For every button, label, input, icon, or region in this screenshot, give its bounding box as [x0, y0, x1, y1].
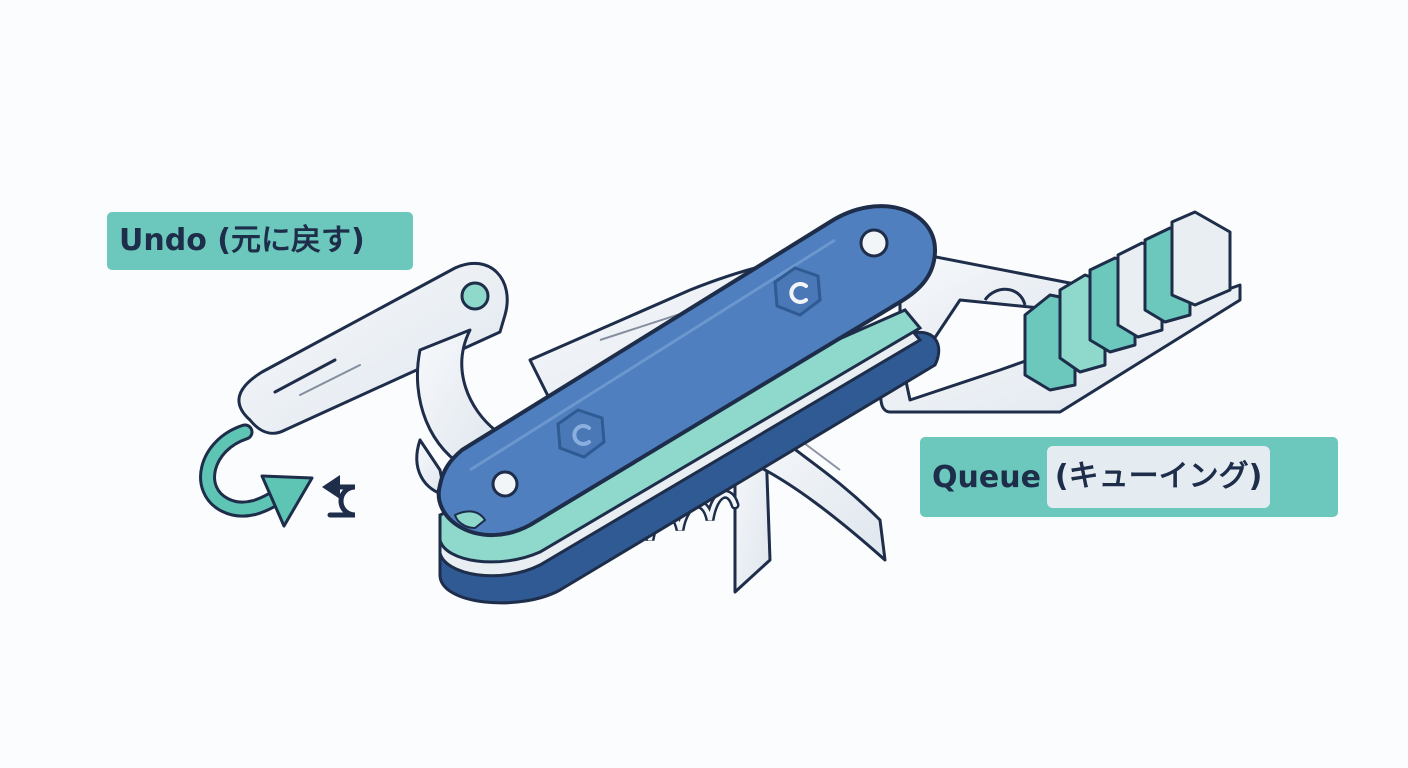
- hexagon-logo-icon: [556, 408, 606, 459]
- queue-label-main: Queue: [932, 459, 1041, 495]
- comb-tool: [879, 210, 1242, 414]
- curved-arrow-icon: [199, 423, 314, 528]
- undo-arrow-icon: [322, 475, 356, 518]
- lever-tool: [237, 261, 509, 497]
- queue-label: Queue (キューイング): [920, 437, 1338, 517]
- hexagon-logo-icon: [773, 266, 822, 317]
- comb-bristles: [1023, 210, 1232, 392]
- queue-label-sub: (キューイング): [1046, 446, 1271, 508]
- undo-label: Undo (元に戻す): [107, 212, 413, 270]
